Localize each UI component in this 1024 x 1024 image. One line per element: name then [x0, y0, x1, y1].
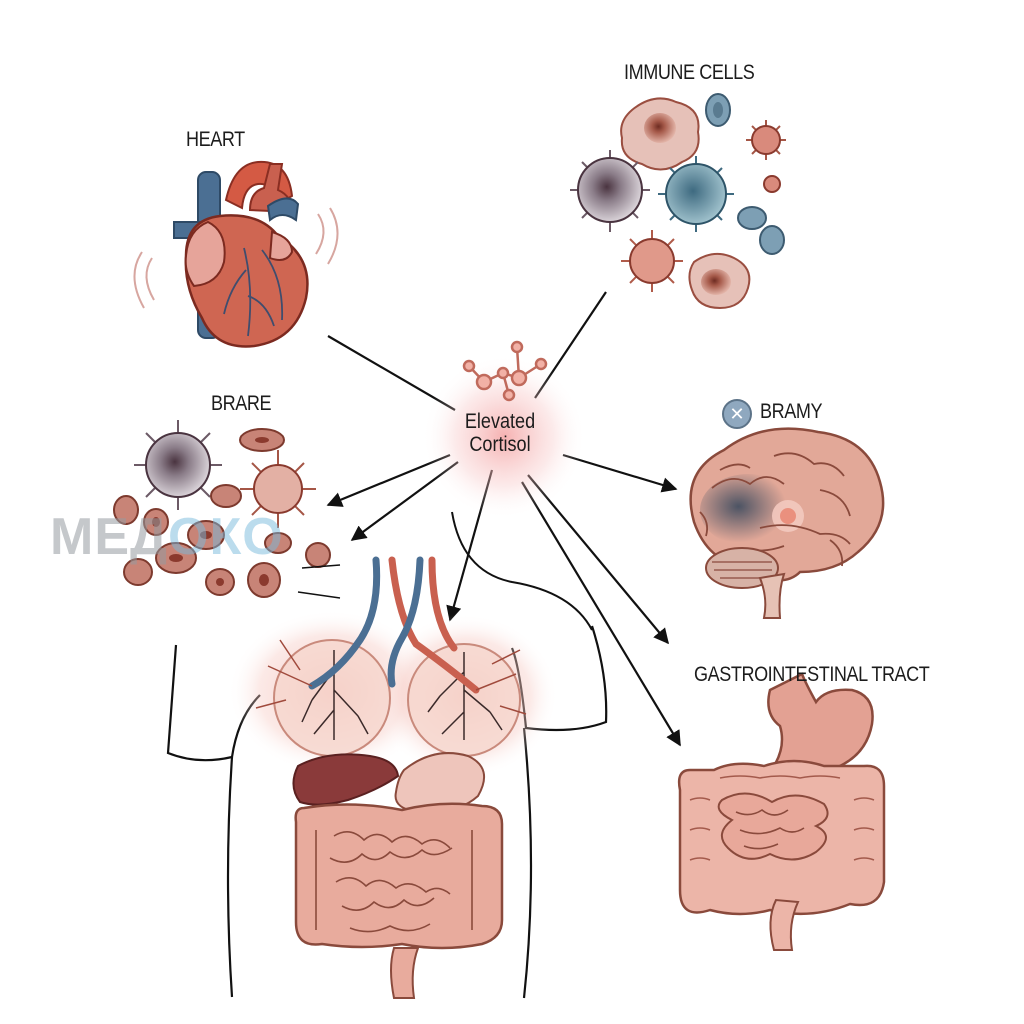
arrow-gi-lower: [521, 481, 681, 747]
watermark-logo: МЕДОКО: [50, 507, 284, 567]
heart-illustration: [133, 160, 339, 348]
watermark-part1: МЕД: [50, 508, 169, 566]
label-brare: BRARE: [211, 392, 272, 415]
label-gastrointestinal-tract: GASTROINTESTINAL TRACT: [694, 663, 930, 686]
brare-cells-illustration: [113, 420, 341, 599]
molecule-icon: [462, 340, 548, 402]
close-icon: ✕: [722, 399, 752, 429]
label-immune-cells: IMMUNE CELLS: [624, 61, 755, 84]
center-label: Elevated Cortisol: [440, 410, 560, 456]
watermark-part2: ОКО: [168, 508, 284, 566]
cortisol-node: [422, 340, 586, 519]
immune-cells-illustration: [570, 93, 786, 310]
torso-illustration: [166, 511, 608, 999]
center-label-line2: Cortisol: [469, 433, 531, 456]
label-heart: HEART: [186, 128, 245, 151]
label-bramy: BRAMY: [760, 400, 823, 423]
gi-tract-illustration: [677, 672, 886, 951]
center-label-line1: Elevated: [464, 410, 536, 433]
brain-illustration: [689, 427, 885, 619]
